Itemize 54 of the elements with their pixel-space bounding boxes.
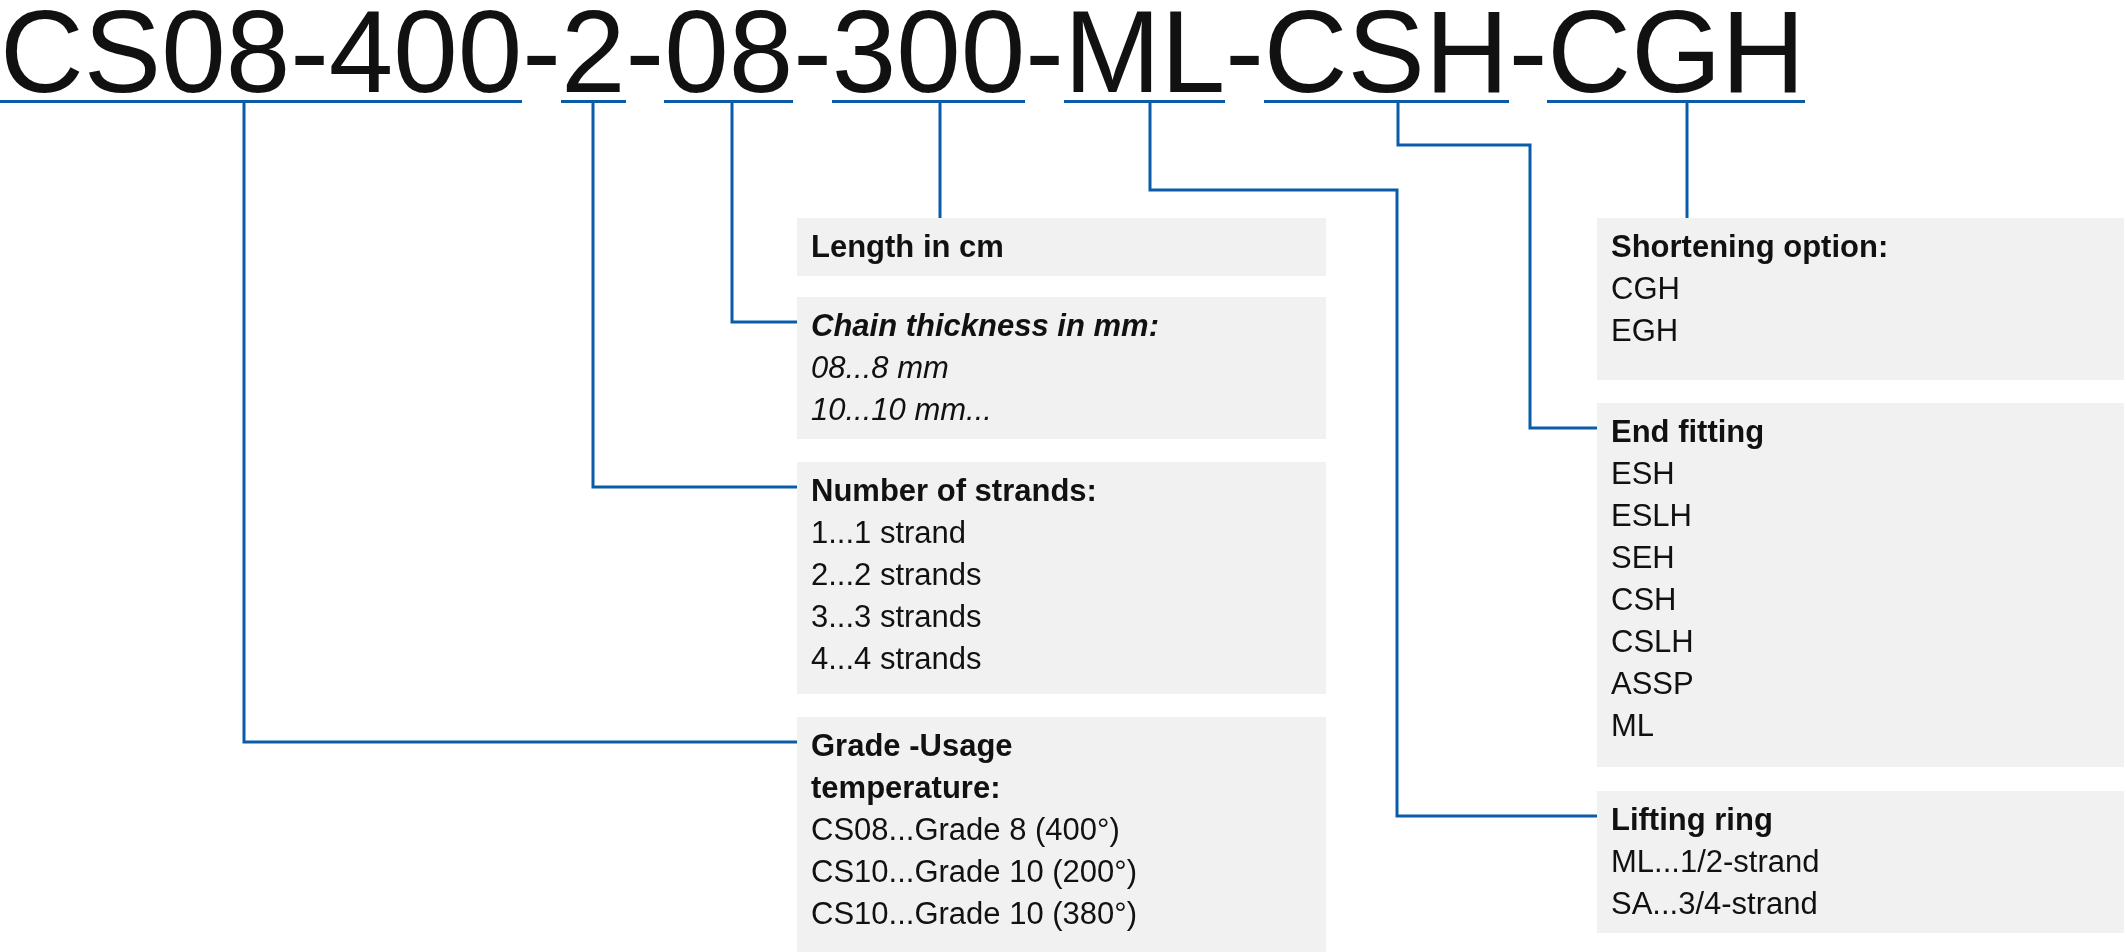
separator: - xyxy=(522,4,561,100)
list-item: 1...1 strand xyxy=(811,514,968,552)
list-item: 4...4 strands xyxy=(811,640,983,678)
info-box xyxy=(797,717,1326,952)
list-item: CSLH xyxy=(1611,623,1695,661)
info-box xyxy=(1597,403,2124,767)
box-heading: Length in cm xyxy=(811,228,1005,266)
separator: - xyxy=(793,4,832,100)
leader-line xyxy=(1148,103,1597,818)
box-heading: Lifting ring xyxy=(1611,801,1774,839)
box-heading: Grade -Usage temperature: xyxy=(811,727,1014,807)
leader-line xyxy=(591,103,797,489)
leader-line xyxy=(1396,103,1597,430)
box-heading: Chain thickness in mm: xyxy=(811,307,1160,345)
list-item: CSH xyxy=(1611,581,1678,619)
list-item: 3...3 strands xyxy=(811,598,983,636)
list-item: CS08...Grade 8 (400°) xyxy=(811,811,1121,849)
box-heading: Number of strands: xyxy=(811,472,1098,510)
code-segment: CGH xyxy=(1547,4,1806,103)
box-heading: End fitting xyxy=(1611,413,1766,451)
info-box xyxy=(1597,791,2124,933)
box-heading: Shortening option: xyxy=(1611,228,1890,266)
list-item: 2...2 strands xyxy=(811,556,983,594)
list-item: EGH xyxy=(1611,312,1680,350)
separator: - xyxy=(1025,4,1064,100)
info-box xyxy=(1597,218,2124,380)
list-item: ML xyxy=(1611,707,1656,745)
leader-line xyxy=(1685,103,1689,218)
separator: - xyxy=(1225,4,1264,100)
list-item: CGH xyxy=(1611,270,1681,308)
code-segment: 08 xyxy=(664,4,794,103)
separator: - xyxy=(625,4,665,100)
list-item: CS10...Grade 10 (380°) xyxy=(811,895,1138,933)
code-segment: ML xyxy=(1064,4,1226,103)
list-item: ML...1/2-strand xyxy=(1611,843,1821,881)
code-segment: CS08-400 xyxy=(0,4,523,103)
leader-line xyxy=(730,103,797,324)
list-item: ESH xyxy=(1611,455,1676,493)
list-item: SA...3/4-strand xyxy=(1611,885,1819,923)
leader-line xyxy=(242,103,797,744)
list-item: ESLH xyxy=(1611,497,1693,535)
list-item: SEH xyxy=(1611,539,1676,577)
separator: - xyxy=(1508,4,1548,100)
list-item: ASSP xyxy=(1611,665,1695,703)
info-box xyxy=(797,218,1326,276)
list-item: 08...8 mm xyxy=(811,349,950,387)
list-item: CS10...Grade 10 (200°) xyxy=(811,853,1138,891)
code-segment: 300 xyxy=(831,4,1026,103)
leader-line xyxy=(938,103,942,218)
list-item: 10...10 mm... xyxy=(811,391,993,429)
code-segment: CSH xyxy=(1263,4,1509,103)
info-box xyxy=(797,297,1326,439)
info-box xyxy=(797,462,1326,694)
code-segment: 2 xyxy=(561,4,626,103)
